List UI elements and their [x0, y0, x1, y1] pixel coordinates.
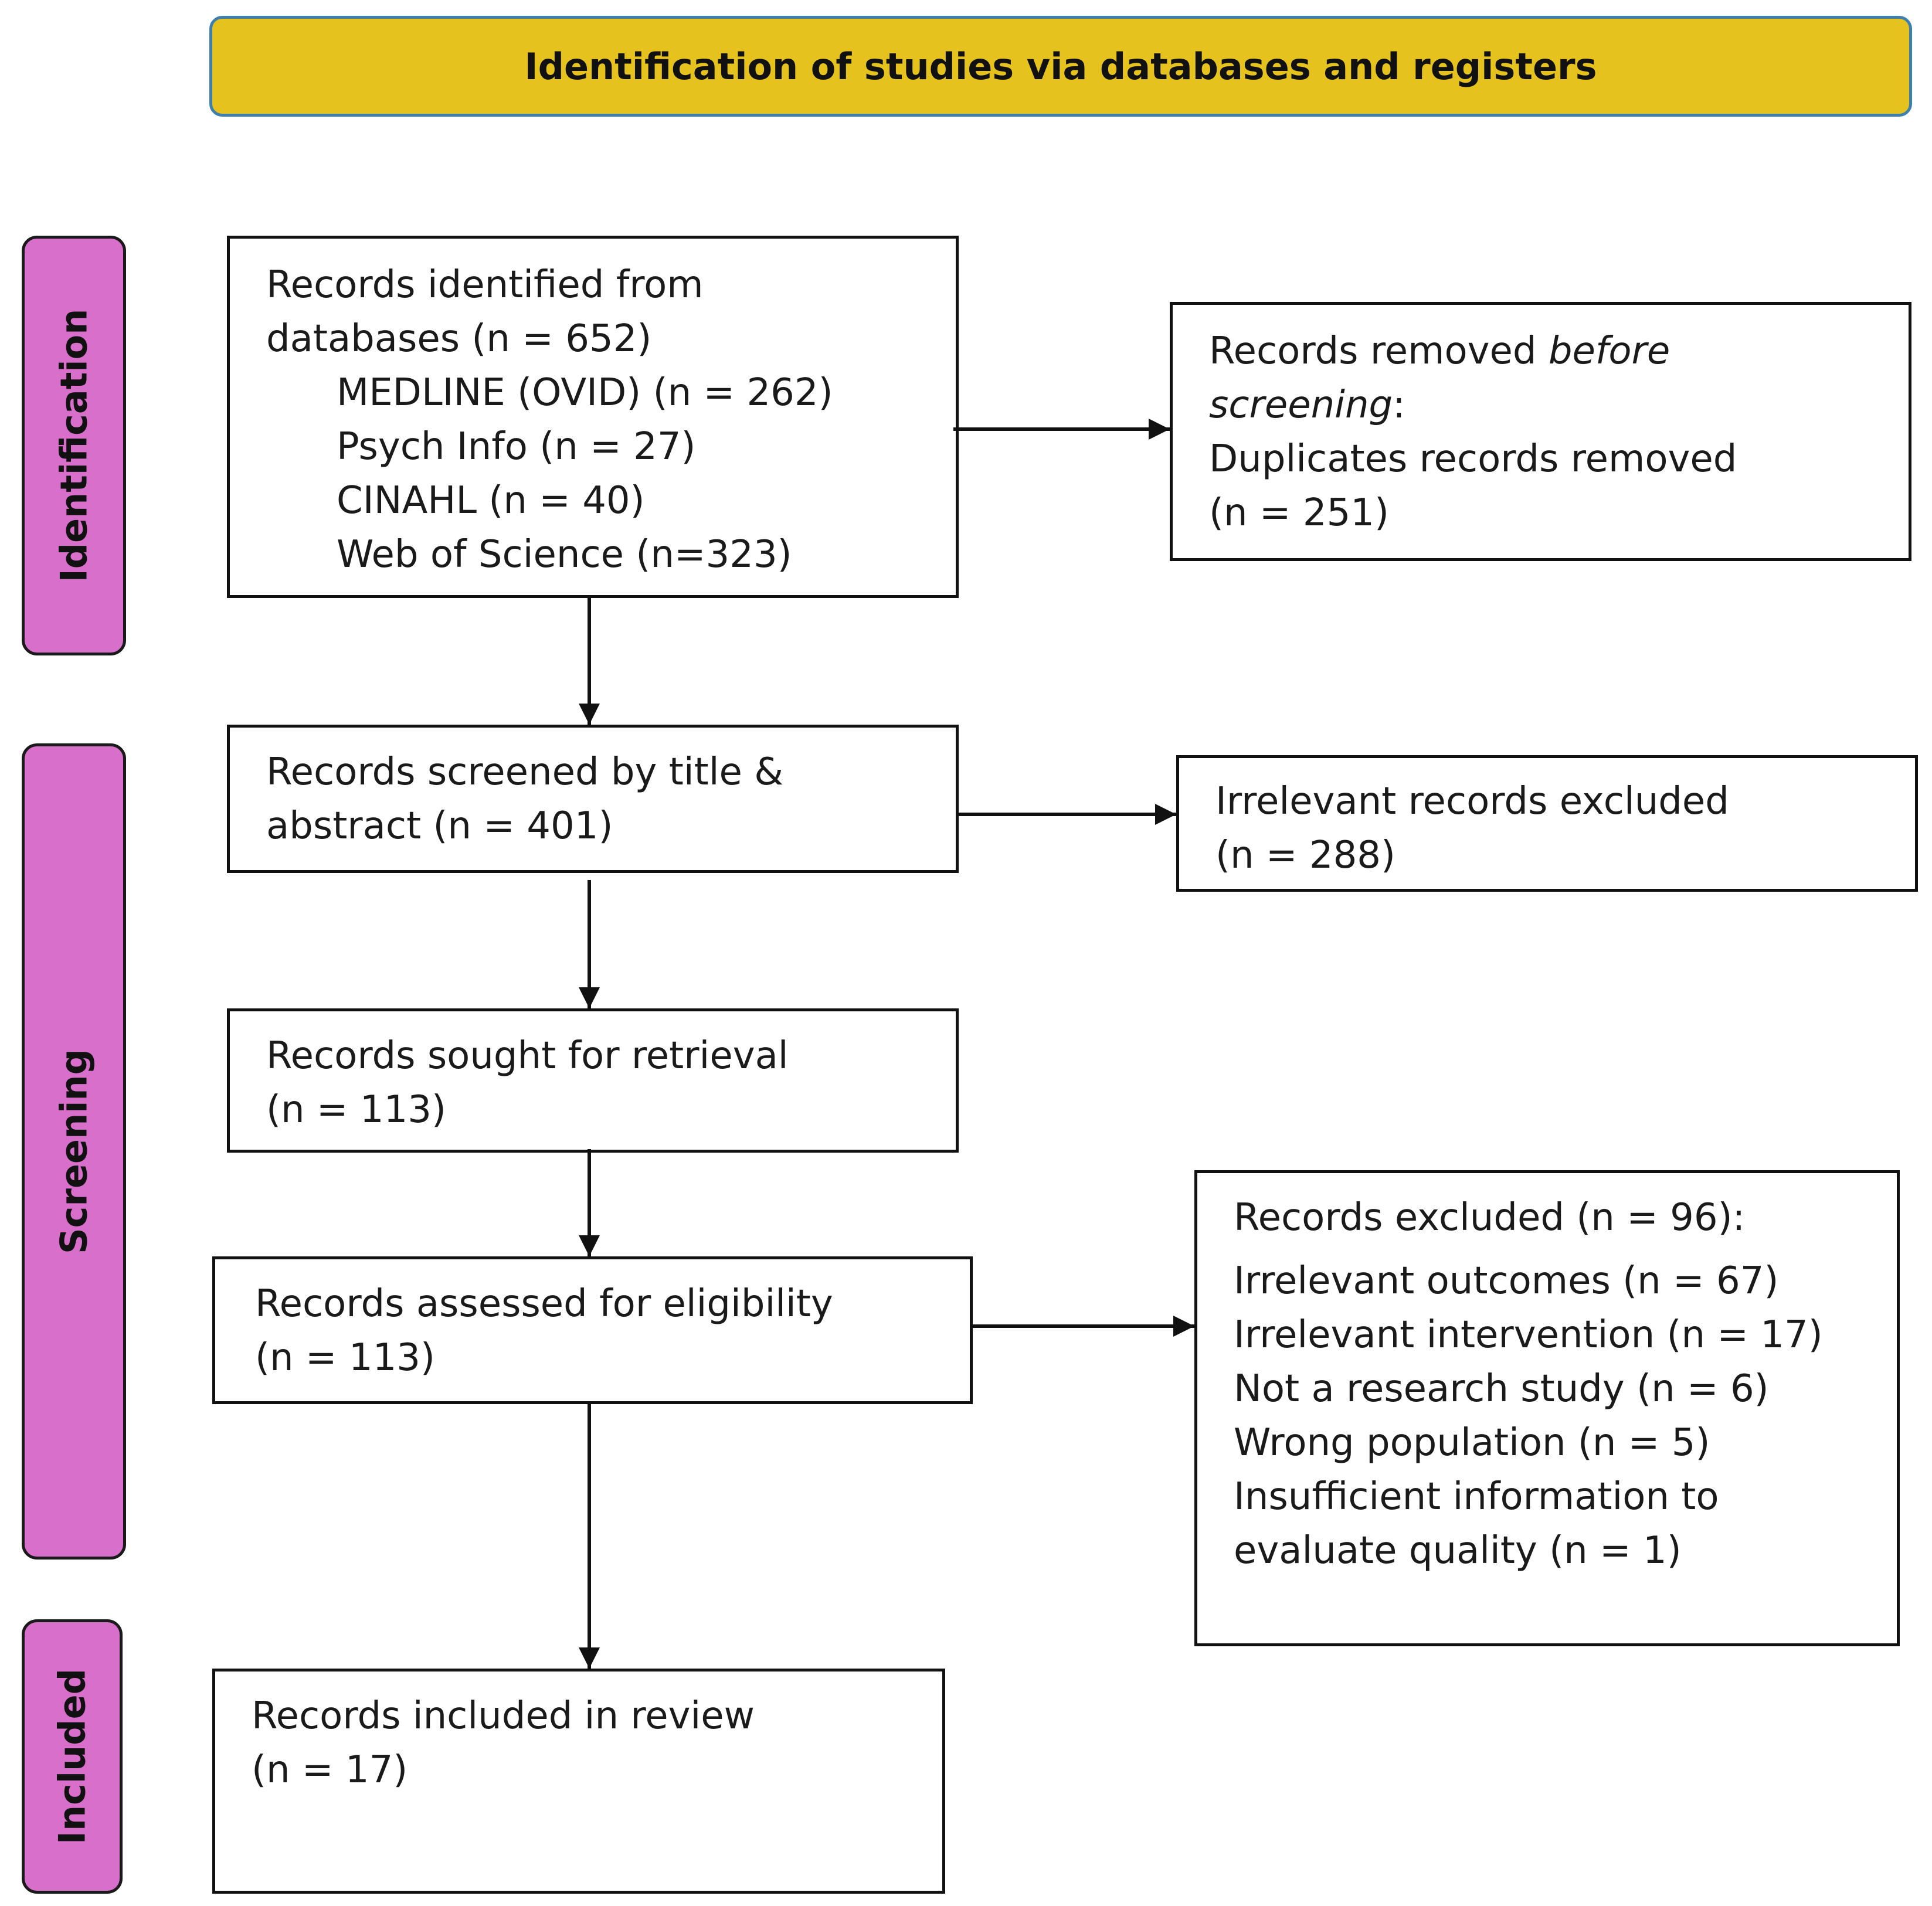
sought-line2: (n = 113): [266, 1088, 446, 1132]
screened-line1: Records screened by title &: [266, 750, 784, 794]
phase-identification: Identification: [22, 236, 126, 655]
screened-line2: abstract (n = 401): [266, 804, 613, 848]
excluded-reason-quality: evaluate quality (n = 1): [1234, 1529, 1682, 1572]
removed-line3: Duplicates records removed: [1209, 437, 1737, 481]
identified-line2: databases (n = 652): [266, 317, 652, 361]
records-removed-box: Records removed before screening: Duplic…: [1170, 302, 1911, 561]
identified-line1: Records identified from: [266, 263, 704, 307]
irrelevant-excluded-box: Irrelevant records excluded (n = 288): [1176, 755, 1918, 892]
excluded-reason-not-research: Not a research study (n = 6): [1234, 1367, 1769, 1411]
phase-screening: Screening: [22, 743, 126, 1560]
records-assessed-box: Records assessed for eligibility (n = 11…: [212, 1256, 973, 1404]
removed-line2-suffix: :: [1393, 383, 1405, 427]
records-included-box: Records included in review (n = 17): [212, 1669, 945, 1894]
irrelevant-line2: (n = 288): [1215, 834, 1395, 877]
included-line2: (n = 17): [252, 1748, 408, 1792]
removed-line4: (n = 251): [1209, 491, 1389, 535]
source-cinahl: CINAHL (n = 40): [337, 479, 645, 522]
removed-line1: Records removed before: [1209, 324, 1909, 378]
included-line1: Records included in review: [252, 1694, 755, 1738]
excluded-reason-outcomes: Irrelevant outcomes (n = 67): [1234, 1259, 1779, 1303]
assessed-line1: Records assessed for eligibility: [255, 1282, 833, 1326]
records-screened-box: Records screened by title & abstract (n …: [227, 725, 959, 873]
assessed-line2: (n = 113): [255, 1336, 435, 1380]
header-banner: Identification of studies via databases …: [209, 16, 1912, 117]
removed-line2: screening:: [1209, 378, 1909, 432]
excluded-reason-population: Wrong population (n = 5): [1234, 1421, 1710, 1465]
records-sought-box: Records sought for retrieval (n = 113): [227, 1008, 959, 1153]
excluded-header: Records excluded (n = 96):: [1234, 1196, 1746, 1239]
removed-line1-italic: before: [1548, 329, 1670, 373]
source-medline: MEDLINE (OVID) (n = 262): [337, 371, 833, 415]
removed-line2-italic: screening: [1209, 383, 1393, 427]
removed-line1-prefix: Records removed: [1209, 329, 1549, 373]
excluded-reason-intervention: Irrelevant intervention (n = 17): [1234, 1313, 1823, 1357]
source-web-of-science: Web of Science (n=323): [337, 533, 792, 576]
irrelevant-line1: Irrelevant records excluded: [1215, 780, 1729, 823]
sought-line1: Records sought for retrieval: [266, 1034, 789, 1078]
phase-included: Included: [22, 1619, 123, 1894]
banner-title: Identification of studies via databases …: [524, 45, 1597, 88]
source-psychinfo: Psych Info (n = 27): [337, 425, 696, 468]
excluded-reason-insufficient: Insufficient information to: [1234, 1475, 1719, 1518]
records-identified-box: Records identified from databases (n = 6…: [227, 236, 959, 598]
records-excluded-box: Records excluded (n = 96): Irrelevant ou…: [1194, 1170, 1900, 1646]
